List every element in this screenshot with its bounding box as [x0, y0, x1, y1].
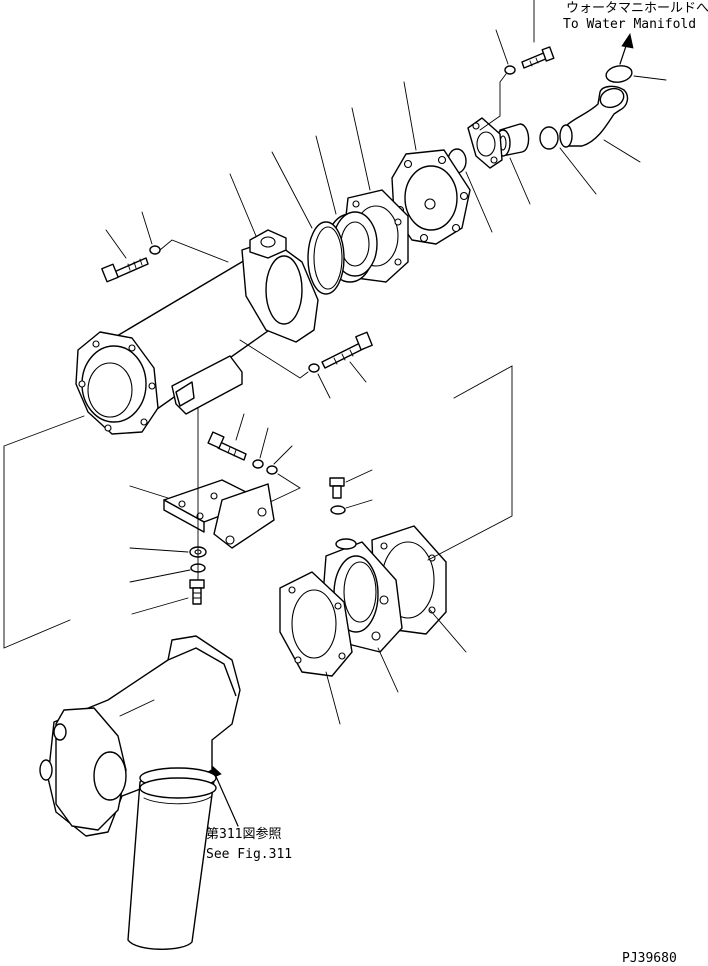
- body-guide-line: [3, 415, 85, 649]
- water-manifold-label-jp: ウォータマニホールドへ: [566, 1, 708, 16]
- fig-reference-label-en: See Fig.311: [206, 847, 292, 862]
- bolt-top-right: [521, 0, 555, 69]
- washer-top-right: [479, 29, 516, 131]
- seal-ring-top: [605, 65, 667, 83]
- gasket-lower-front: [279, 571, 353, 725]
- turbo-elbow-housing: [39, 635, 241, 837]
- water-manifold-label-en: To Water Manifold: [563, 17, 696, 32]
- exhaust-pipe: [127, 767, 217, 950]
- o-ring-pipe: [539, 126, 597, 195]
- flange-plate: [467, 117, 503, 169]
- elbow-pipe: [559, 85, 641, 163]
- bolt-bracket-lower: [131, 579, 205, 615]
- pipe-adapter: [495, 123, 531, 205]
- washers-bracket: [252, 427, 301, 505]
- washer-bracket-lower-a: [129, 546, 207, 558]
- washer-upper-left: [141, 211, 229, 263]
- water-manifold-arrow: [619, 32, 634, 65]
- bolt-mid-right: [321, 331, 373, 383]
- bolt-lower-right: [329, 469, 373, 499]
- fig-reference-label-jp: 第311図参照: [206, 826, 281, 842]
- washer-mid-right: [239, 339, 331, 399]
- fig-reference-arrow: [209, 763, 239, 827]
- cover-plate-large: [391, 81, 471, 245]
- o-ring-large: [271, 151, 345, 295]
- mounting-bracket: [129, 479, 275, 549]
- cooler-body: [75, 173, 319, 435]
- drawing-number: PJ39680: [622, 951, 677, 966]
- bolt-bracket: [207, 413, 247, 461]
- washer-lower-right: [330, 499, 373, 515]
- bolt-upper-left: [101, 229, 149, 283]
